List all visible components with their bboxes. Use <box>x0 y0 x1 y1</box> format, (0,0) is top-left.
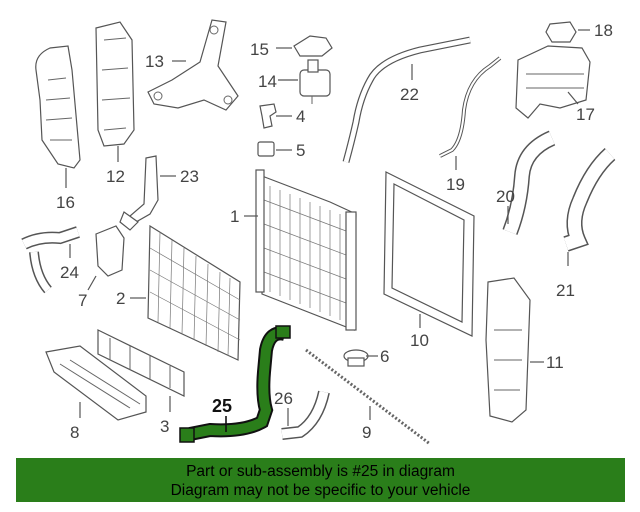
callout-19: 19 <box>446 175 465 194</box>
part-11-shape <box>485 277 531 423</box>
leader-17 <box>567 91 579 105</box>
callout-21: 21 <box>556 281 575 300</box>
part-20-shape <box>502 130 556 235</box>
callout-16: 16 <box>56 193 75 212</box>
callout-22: 22 <box>400 85 419 104</box>
part-16-shape <box>35 45 81 169</box>
part-12-shape <box>95 21 135 147</box>
callout-18: 18 <box>594 21 613 40</box>
part-4-shape <box>259 103 277 129</box>
callout-12: 12 <box>106 167 125 186</box>
part-3-shape <box>97 329 185 397</box>
callout-9: 9 <box>362 423 371 442</box>
part-15-shape <box>293 35 333 57</box>
callout-6: 6 <box>380 347 389 366</box>
part-21-shape <box>563 148 616 252</box>
info-banner: Part or sub-assembly is #25 in diagram D… <box>16 458 625 502</box>
part-24-shape <box>21 226 80 294</box>
callout-24: 24 <box>60 263 79 282</box>
parts-diagram: 16 12 13 15 14 4 5 23 <box>21 19 616 446</box>
part-17-shape <box>515 45 591 119</box>
callout-11: 11 <box>546 353 564 372</box>
part-22-shape <box>342 36 471 163</box>
callout-5: 5 <box>296 141 305 160</box>
part-26-shape <box>281 390 330 440</box>
part-6-shape <box>343 349 369 367</box>
part-19-shape <box>439 56 502 158</box>
callout-23: 23 <box>180 167 199 186</box>
callout-3: 3 <box>160 417 169 436</box>
callout-2: 2 <box>116 289 125 308</box>
part-14-shape <box>299 59 331 104</box>
banner-line-2: Diagram may not be specific to your vehi… <box>170 482 471 499</box>
banner-line-1: Part or sub-assembly is #25 in diagram <box>186 463 455 480</box>
leader-7 <box>87 275 97 291</box>
part-9-shape <box>305 348 431 446</box>
callout-25: 25 <box>212 396 232 416</box>
part-13-shape <box>147 19 239 111</box>
callout-20: 20 <box>496 187 515 206</box>
part-8-shape <box>45 345 147 421</box>
callout-14: 14 <box>258 72 277 91</box>
part-10-shape <box>383 171 475 337</box>
callout-1: 1 <box>230 207 239 226</box>
part-23-shape <box>119 155 159 231</box>
callout-8: 8 <box>70 423 79 442</box>
callout-15: 15 <box>250 40 269 59</box>
part-7-shape <box>95 225 125 277</box>
part-1-shape <box>255 169 357 331</box>
callout-4: 4 <box>296 107 305 126</box>
callout-7: 7 <box>78 291 87 310</box>
callout-26: 26 <box>274 389 293 408</box>
callout-10: 10 <box>410 331 429 350</box>
part-25-highlighted-hose <box>179 325 291 443</box>
part-5-shape <box>257 141 275 157</box>
part-2-shape <box>147 224 241 361</box>
callout-13: 13 <box>145 52 164 71</box>
part-18-shape <box>545 21 577 43</box>
callout-17: 17 <box>576 105 595 124</box>
